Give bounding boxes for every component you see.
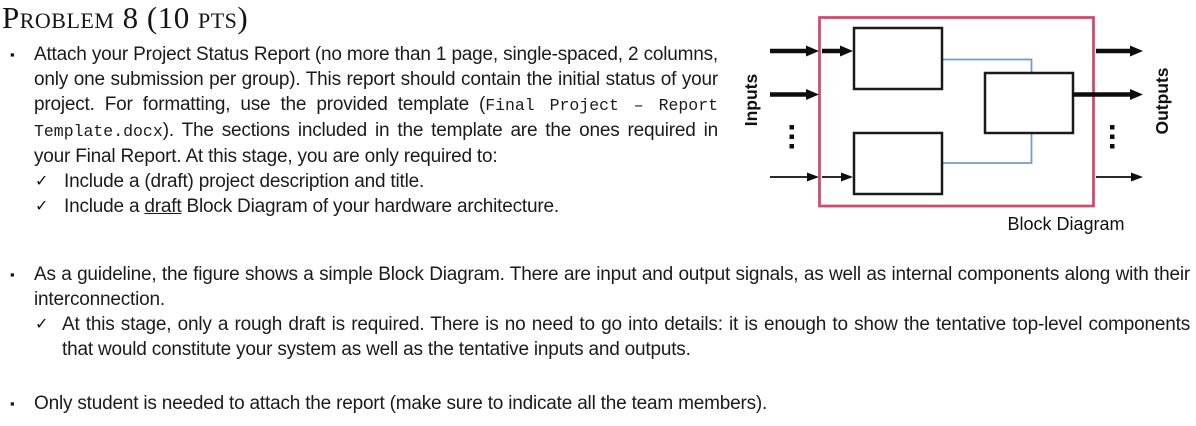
connector-top-block-to-right-block	[942, 58, 1033, 72]
text-segment: Include a	[64, 196, 145, 217]
bullet-icon: ▪	[10, 47, 15, 62]
bullet-guideline: ▪ As a guideline, the figure shows a sim…	[10, 262, 1190, 362]
bullet-guideline-content: As a guideline, the figure shows a simpl…	[34, 262, 1190, 362]
outputs-ellipsis-icon	[1110, 125, 1115, 149]
text-segment: Include a (draft) project description an…	[64, 171, 425, 192]
check-text-block-diagram: Include a draft Block Diagram of your ha…	[64, 194, 718, 219]
component-block-right	[983, 71, 1075, 135]
bullet-icon: ▪	[10, 396, 15, 411]
check-item-block-diagram: ✓ Include a draft Block Diagram of your …	[34, 194, 718, 219]
page-title: Problem 8 (10 pts)	[2, 0, 249, 35]
connector-bottom-block-to-right-block	[942, 134, 1033, 164]
check-text-rough-draft: At this stage, only a rough draft is req…	[62, 314, 1190, 360]
check-icon: ✓	[35, 173, 49, 190]
outputs-label: Outputs	[1152, 67, 1172, 134]
bullet-attach-report-content: Attach your Project Status Report (no mo…	[34, 42, 718, 219]
check-item-rough-draft: ✓ At this stage, only a rough draft is r…	[34, 312, 1190, 362]
text-segment: ). The sections included in the template…	[34, 120, 718, 167]
check-icon: ✓	[35, 316, 49, 333]
text-segment: Attach your Project Status Report (no mo…	[34, 44, 718, 115]
check-icon: ✓	[35, 198, 49, 215]
figure-caption: Block Diagram	[1007, 214, 1124, 234]
check-text-project-description: Include a (draft) project description an…	[64, 169, 718, 194]
text-segment: Block Diagram of your hardware architect…	[181, 196, 560, 217]
bullet-icon: ▪	[10, 267, 15, 282]
component-block-bottom-left	[852, 131, 944, 196]
inputs-label: Inputs	[741, 73, 761, 126]
filename-text: Final Project – Report Template.docx	[34, 96, 718, 141]
paragraph-guideline: As a guideline, the figure shows a simpl…	[34, 264, 1190, 310]
bullet-attach-report: ▪ Attach your Project Status Report (no …	[10, 42, 718, 219]
inputs-ellipsis-icon	[789, 125, 794, 149]
bullet-only-student-content: Only student is needed to attach the rep…	[34, 391, 1190, 416]
paragraph-only-student: Only student is needed to attach the rep…	[34, 393, 768, 414]
system-boundary-box	[818, 16, 1095, 208]
underlined-text: draft	[144, 196, 182, 217]
paragraph-attach-report: Attach your Project Status Report (no mo…	[34, 42, 718, 169]
bullet-only-student: ▪ Only student is needed to attach the r…	[10, 391, 1190, 416]
check-item-project-description: ✓ Include a (draft) project description …	[34, 169, 718, 194]
component-block-top-left	[852, 26, 944, 91]
block-diagram-figure: Inputs Outputs Block Diagram	[741, 16, 1172, 234]
